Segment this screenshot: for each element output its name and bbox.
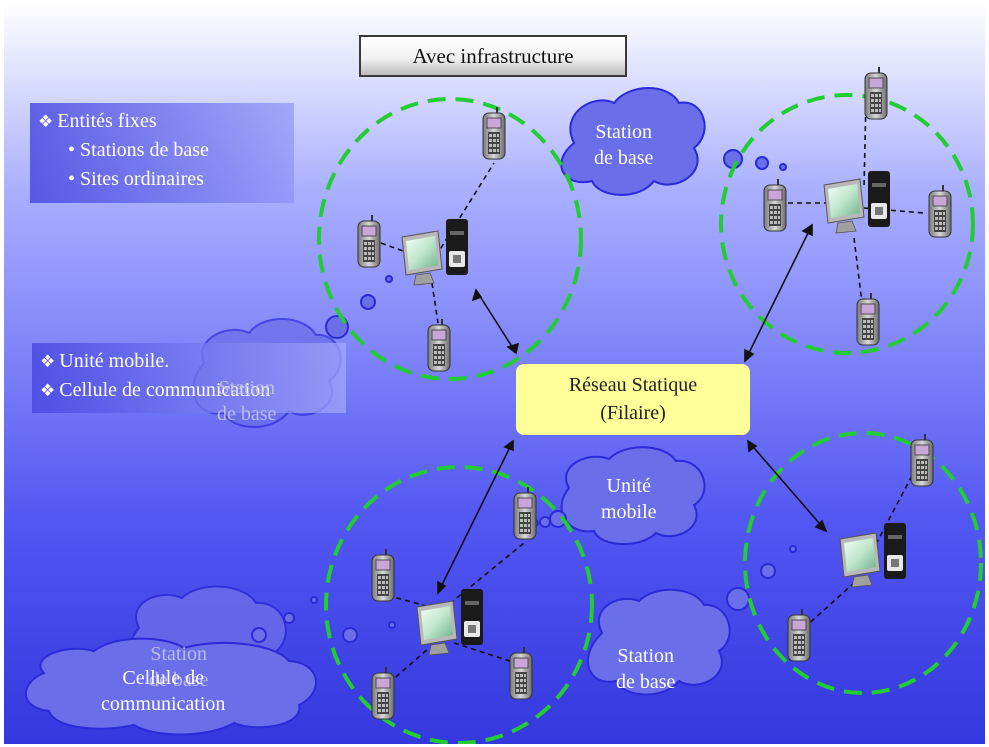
mobile-phone-icon (357, 214, 381, 268)
mobile-phone-icon (427, 318, 451, 372)
legend-fixed-heading: Entités fixes (57, 110, 157, 132)
cloud-label-line: Station (218, 377, 276, 399)
cloud-label-station-top: Station de base (594, 119, 653, 171)
legend-fixed-entities: ❖Entités fixes • Stations de base • Site… (30, 103, 294, 203)
diamond-bullet-icon: ❖ (40, 381, 56, 400)
cloud-station-top (560, 87, 706, 196)
cell-ring-bottom-left (324, 465, 594, 744)
cloud-label-line: Station (150, 643, 208, 665)
mobile-phone-icon (509, 646, 533, 700)
mobile-phone-icon (928, 184, 952, 238)
cell-ring-top-left (317, 97, 583, 381)
cloud-label-line: Unité (606, 475, 651, 497)
cloud-label-line: Station (617, 645, 675, 667)
legend-fixed-item-row: • Stations de base (68, 139, 209, 161)
cell-ring-bottom-right (743, 431, 983, 695)
cloud-label-line: de base (594, 147, 654, 169)
mobile-phone-icon (513, 486, 537, 540)
diamond-bullet-icon: ❖ (38, 112, 54, 131)
legend-mobile-item: Unité mobile. (59, 350, 170, 372)
cloud-label-line: communication (101, 693, 226, 715)
base-station-tower-icon (868, 171, 890, 227)
legend-mobile-item: Cellule de communication (59, 379, 271, 401)
cloud-label-station-left-ghost: Station de base (217, 375, 276, 427)
mobile-phone-icon (763, 178, 787, 232)
base-station-tower-icon (461, 589, 483, 645)
slide: Avec infrastructure ❖Entités fixes • Sta… (4, 3, 985, 744)
mobile-phone-icon (371, 548, 395, 602)
cell-ring-top-right (719, 93, 975, 355)
computer-monitor-icon (823, 178, 865, 234)
mobile-phone-icon (856, 292, 880, 346)
cloud-label-unite-mobile: Unité mobile (601, 473, 657, 525)
slide-title: Avec infrastructure (359, 35, 627, 77)
cloud-label-line: de base (149, 669, 209, 691)
hub-line-2: (Filaire) (600, 402, 666, 424)
base-station-tower-icon (446, 219, 468, 275)
legend-fixed-item: Sites ordinaires (80, 168, 204, 190)
legend-fixed-item-row: • Sites ordinaires (68, 168, 204, 190)
wired-links (437, 223, 828, 595)
diamond-bullet-icon: ❖ (40, 352, 56, 371)
legend-mobile-entities: ❖Unité mobile. ❖Cellule de communication (32, 343, 346, 413)
mobile-phone-icon (371, 666, 395, 720)
static-network-hub: Réseau Statique (Filaire) (516, 364, 750, 435)
cloud-unite-mobile (560, 446, 706, 546)
cloud-label-cellule: Cellule de communication (101, 665, 225, 717)
cloud-station-bottom-right (586, 588, 731, 696)
cloud-label-line: Cellule de (122, 667, 205, 689)
cell-rings (317, 93, 983, 744)
network-diagram (24, 66, 983, 744)
cloud-label-station-bottom-right: Station de base (616, 643, 675, 695)
cloud-label-line: de base (217, 403, 277, 425)
cloud-label-line: de base (616, 671, 676, 693)
legend-fixed-heading-row: ❖Entités fixes (38, 107, 284, 136)
computer-monitor-icon (401, 230, 443, 286)
cloud-label-station-bottom-left: Station de base (149, 641, 208, 693)
thought-bubbles (251, 149, 797, 643)
legend-fixed-item: Stations de base (80, 139, 209, 161)
mobile-phone-icon (787, 608, 811, 662)
mobile-phone-icon (482, 106, 506, 160)
mobile-phone-icon (910, 433, 934, 487)
mobile-phone-icon (864, 66, 888, 120)
hub-line-1: Réseau Statique (568, 374, 698, 396)
base-station-tower-icon (884, 523, 906, 579)
cloud-cellule (24, 637, 317, 736)
clouds (24, 87, 731, 736)
cloud-label-line: mobile (601, 501, 657, 523)
computer-monitor-icon (839, 532, 881, 588)
cloud-label-line: Station (595, 121, 653, 143)
legend-mobile-item-row: ❖Unité mobile. (40, 347, 336, 376)
computer-monitor-icon (416, 600, 458, 656)
legend-mobile-item-row: ❖Cellule de communication (40, 376, 336, 405)
